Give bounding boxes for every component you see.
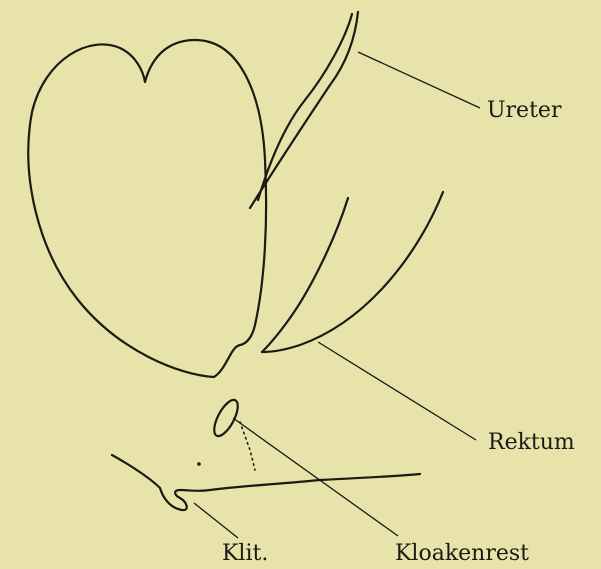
leader-klit	[194, 503, 238, 538]
cloaca-dotted-canal	[240, 422, 255, 470]
label-ureter: Ureter	[487, 100, 561, 122]
leader-rektum	[318, 342, 476, 440]
rectum-outer	[262, 192, 443, 352]
leader-ureter	[358, 52, 480, 108]
bladder-outline	[28, 40, 266, 377]
label-klit: Klit.	[222, 543, 268, 565]
cloaca-oval	[210, 397, 243, 440]
label-rektum: Rektum	[488, 432, 575, 454]
label-kloakenrest: Kloakenrest	[395, 543, 529, 565]
small-dot	[197, 462, 201, 466]
lower-contour	[112, 455, 420, 510]
